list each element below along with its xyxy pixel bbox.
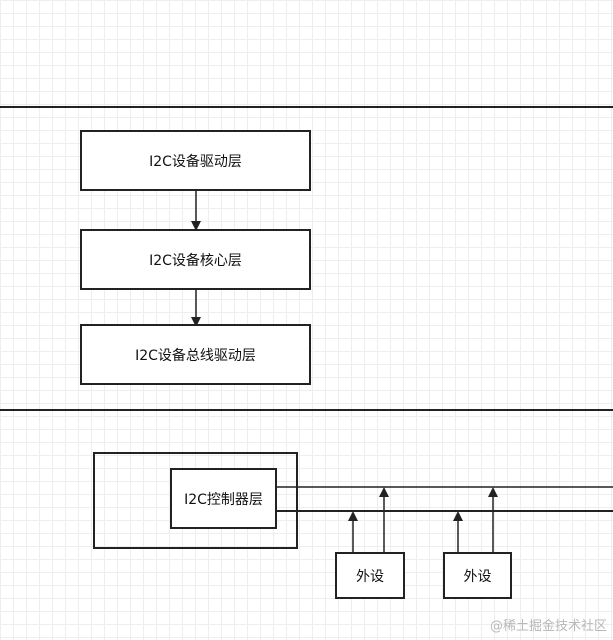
i2c-device-driver-layer: I2C设备驱动层 [80,130,311,191]
hardware-host-box [93,452,298,549]
peripheral-1-label: 外设 [356,568,384,585]
peripheral-box-1: 外设 [335,552,405,599]
peripheral-2-label: 外设 [463,568,492,585]
i2c-bus-driver-layer-label: I2C设备总线驱动层 [135,347,256,364]
i2c-controller-layer: I2C控制器层 [170,468,277,529]
i2c-device-core-layer-label: I2C设备核心层 [149,252,242,269]
i2c-device-core-layer: I2C设备核心层 [80,229,311,290]
peripheral-box-2: 外设 [443,552,512,599]
i2c-bus-driver-layer: I2C设备总线驱动层 [80,324,311,385]
i2c-controller-layer-label: I2C控制器层 [184,491,263,508]
i2c-device-driver-layer-label: I2C设备驱动层 [149,153,242,170]
watermark: @稀土掘金技术社区 [489,619,607,634]
